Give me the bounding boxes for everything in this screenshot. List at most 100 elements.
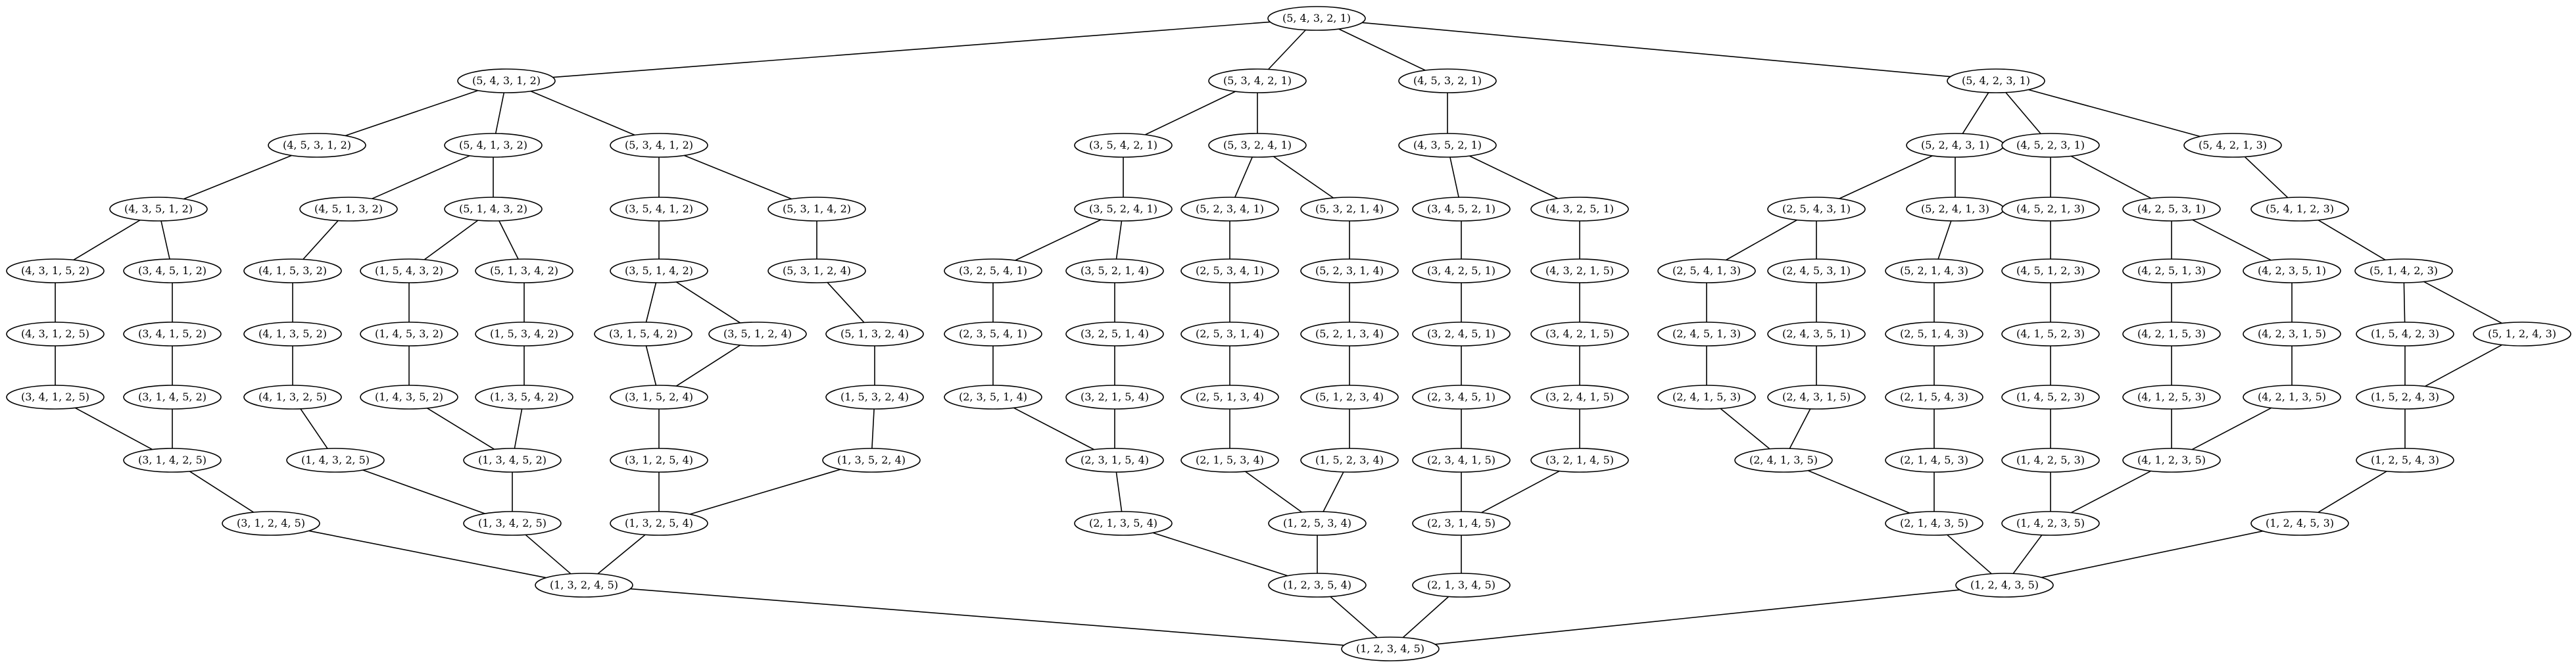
node-21534: (2, 1, 5, 3, 4) [1180,448,1279,473]
node-34152: (3, 4, 1, 5, 2) [123,322,222,347]
node-ellipse [243,322,342,347]
node-31425: (3, 1, 4, 2, 5) [123,448,222,473]
edge-21435-12435 [1947,534,1992,575]
node-ellipse [123,448,222,473]
node-12354: (1, 2, 3, 5, 4) [1268,573,1367,598]
node-label: (3, 1, 5, 4, 2) [609,327,677,340]
edge-21345-12345 [1402,596,1449,638]
node-label: (4, 5, 3, 1, 2) [283,139,351,151]
node-ellipse [123,385,222,410]
edge-54231-54213 [2028,89,2200,137]
node-ellipse [123,322,222,347]
edge-54321-53421 [1268,29,1306,70]
node-label: (1, 5, 4, 3, 2) [375,264,443,277]
node-ellipse [2354,258,2453,283]
node-ellipse [1180,258,1279,283]
node-label: (4, 2, 1, 5, 3) [2137,327,2206,340]
node-21543: (2, 1, 5, 4, 3) [1885,385,1983,410]
node-label: (1, 2, 5, 3, 4) [1283,517,1351,529]
node-ellipse [1412,258,1511,283]
node-ellipse [2001,448,2100,473]
edge-35124-31524 [675,345,741,387]
node-label: (2, 4, 3, 1, 5) [1782,391,1851,403]
node-12453: (1, 2, 4, 5, 3) [2250,511,2349,536]
node-ellipse [944,258,1042,283]
node-14253: (1, 4, 2, 5, 3) [2001,448,2100,473]
node-41253: (4, 1, 2, 5, 3) [2122,385,2221,410]
node-label: (3, 5, 1, 2, 4) [723,327,792,340]
node-ellipse [2122,258,2221,283]
node-35142: (3, 5, 1, 4, 2) [610,258,708,283]
node-label: (5, 2, 4, 3, 1) [1921,139,1989,151]
node-25143: (2, 5, 1, 4, 3) [1885,322,1983,347]
node-label: (2, 4, 3, 5, 1) [1782,327,1851,340]
node-ellipse [1208,68,1307,93]
node-ellipse [1530,322,1629,347]
node-ellipse [123,258,222,283]
node-ellipse [2122,322,2221,347]
edge-31245-13245 [308,530,547,579]
node-label: (4, 1, 5, 2, 3) [2016,327,2085,340]
node-ellipse [1267,6,1366,31]
node-23154: (2, 3, 1, 5, 4) [1065,448,1164,473]
node-43152: (4, 3, 1, 5, 2) [6,258,105,283]
node-ellipse [243,258,342,283]
node-ellipse [1300,197,1399,222]
node-label: (4, 3, 2, 1, 5) [1545,264,1614,277]
node-layer: (5, 4, 3, 2, 1)(5, 4, 3, 1, 2)(5, 3, 4, … [6,6,2571,661]
node-ellipse [1074,197,1173,222]
node-label: (2, 3, 4, 1, 5) [1427,454,1495,466]
node-31254: (3, 1, 2, 5, 4) [610,448,708,473]
node-label: (1, 4, 2, 5, 3) [2016,454,2085,466]
edge-35142-35124 [675,281,741,323]
node-ellipse [475,258,573,283]
edge-13245-12345 [630,588,1344,646]
node-label: (1, 5, 3, 2, 4) [840,391,909,403]
node-12435: (1, 2, 4, 3, 5) [1955,573,2054,598]
node-13425: (1, 3, 4, 2, 5) [463,511,562,536]
node-ellipse [1065,322,1164,347]
node-54123: (5, 4, 1, 2, 3) [2250,197,2349,222]
node-42513: (4, 2, 5, 1, 3) [2122,258,2221,283]
node-ellipse [1767,322,1866,347]
node-13542: (1, 3, 5, 4, 2) [475,385,573,410]
node-label: (3, 5, 1, 4, 2) [625,264,693,277]
node-ellipse [610,385,708,410]
node-43215: (4, 3, 2, 1, 5) [1530,258,1629,283]
node-ellipse [1300,448,1399,473]
node-ellipse [1208,133,1307,158]
node-ellipse [1530,448,1629,473]
edge-51432-51342 [498,220,519,260]
node-23145: (2, 3, 1, 4, 5) [1412,511,1511,536]
node-label: (3, 1, 4, 2, 5) [138,454,207,466]
node-ellipse [1947,68,2045,93]
node-label: (2, 5, 1, 3, 4) [1196,391,1264,403]
node-45321: (4, 5, 3, 2, 1) [1398,68,1497,93]
edge-53241-53214 [1273,156,1334,199]
node-ellipse [268,133,366,158]
node-ellipse [1885,448,1983,473]
node-42531: (4, 2, 5, 3, 1) [2122,197,2221,222]
edge-53412-53142 [683,155,792,200]
node-ellipse [360,258,458,283]
edge-23514-23154 [1013,407,1094,450]
edge-24153-24135 [1720,408,1770,450]
node-label: (1, 5, 3, 4, 2) [490,327,558,340]
edge-35241-32541 [1015,219,1102,261]
node-45123: (4, 5, 1, 2, 3) [2001,258,2100,283]
node-label: (3, 1, 5, 2, 4) [625,391,693,403]
edge-13254-13245 [597,534,646,575]
node-label: (2, 3, 1, 4, 5) [1427,517,1495,529]
node-24513: (2, 4, 5, 1, 3) [1657,322,1756,347]
node-13245: (1, 3, 2, 4, 5) [535,573,633,598]
node-45312: (4, 5, 3, 1, 2) [268,133,366,158]
node-13254: (1, 3, 2, 5, 4) [610,511,708,536]
node-41523: (4, 1, 5, 2, 3) [2001,322,2100,347]
node-34512: (3, 4, 5, 1, 2) [123,258,222,283]
edge-43521-43251 [1469,155,1559,199]
node-label: (1, 4, 5, 3, 2) [375,327,443,340]
edge-13425-13245 [525,534,571,575]
node-label: (2, 4, 5, 3, 1) [1782,264,1851,277]
node-label: (3, 4, 5, 1, 2) [138,264,207,277]
node-ellipse [1412,197,1511,222]
